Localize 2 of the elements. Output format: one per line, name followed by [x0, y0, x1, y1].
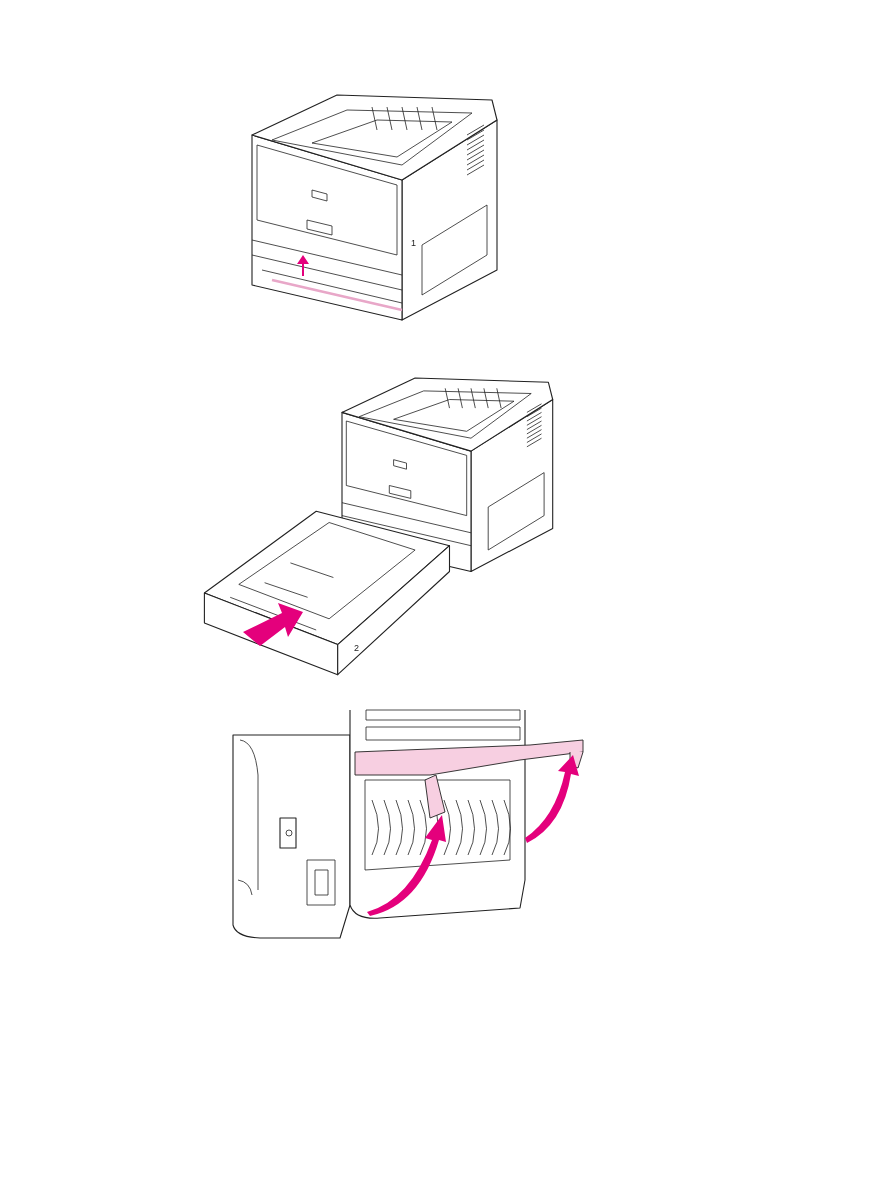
tray-number: 2 — [354, 643, 359, 653]
tray-number: 1 — [411, 238, 416, 248]
